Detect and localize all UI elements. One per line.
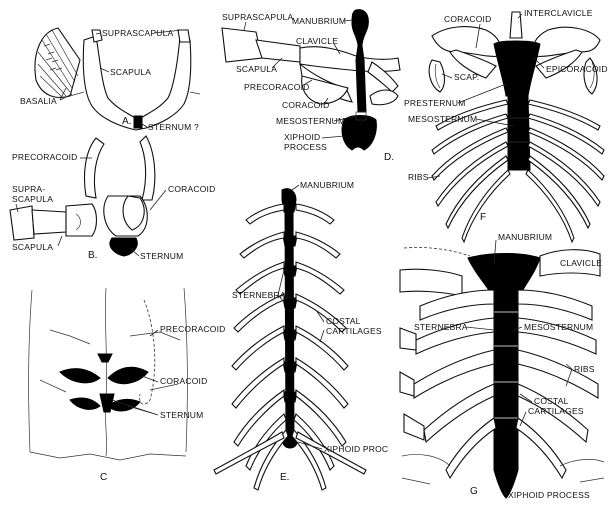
- label-costal-line2: CARTILAGES: [326, 326, 382, 336]
- panel-f-letter: F: [480, 212, 486, 223]
- panel-b: PRECORACOID SUPRA- SCAPULA CORACOID SCAP…: [10, 136, 215, 261]
- label-precoracoid: PRECORACOID: [244, 82, 310, 92]
- label-sternum: STERNUM: [160, 410, 203, 420]
- label-suprascapula-line1: SUPRA-: [12, 184, 45, 194]
- panel-a-letter: A.: [122, 116, 131, 127]
- label-coracoid: CORACOID: [282, 100, 329, 110]
- panel-f: CORACOID INTERCLAVICLE SCAP. EPICORACOID…: [404, 8, 608, 242]
- label-xiphoid-line1: XIPHOID: [284, 132, 320, 142]
- panel-f-girdle-drawing: [429, 12, 604, 242]
- label-sternum: STERNUM: [140, 251, 183, 261]
- label-precoracoid: PRECORACOID: [12, 152, 78, 162]
- panel-d: SUPRASCAPULA MANUBRIUM CLAVICLE SCAPULA …: [222, 10, 400, 163]
- panel-c-black-elements: [60, 354, 148, 412]
- label-presternum: PRESTERNUM: [404, 98, 466, 108]
- label-mesosternum: MESOSTERNUM: [408, 114, 477, 124]
- label-costal-line1: COSTAL: [326, 316, 361, 326]
- label-coracoid: CORACOID: [444, 14, 491, 24]
- panel-e: MANUBRIUM STERNEBRAE COSTAL CARTILAGES X…: [214, 180, 388, 490]
- label-manubrium: MANUBRIUM: [300, 180, 354, 190]
- label-precoracoid: PRECORACOID: [160, 324, 226, 334]
- label-mesosternum: MESOSTERNUM: [524, 322, 593, 332]
- panel-d-girdle-drawing: [222, 10, 400, 150]
- label-sternebra: STERNEBRA: [414, 322, 468, 332]
- label-interclavicle: INTERCLAVICLE: [524, 8, 593, 18]
- panel-c-letter: C: [100, 472, 107, 483]
- panel-c: PRECORACOID CORACOID STERNUM C: [29, 288, 226, 483]
- panel-d-letter: D.: [384, 152, 394, 163]
- label-scapula: SCAPULA: [236, 64, 277, 74]
- label-ribs: RIBS: [574, 364, 595, 374]
- label-suprascapula: SUPRASCAPULA: [222, 12, 293, 22]
- label-costal-line2: CARTILAGES: [528, 406, 584, 416]
- label-suprascapula-line2: SCAPULA: [12, 194, 53, 204]
- label-coracoid: CORACOID: [168, 184, 215, 194]
- panel-b-letter: B.: [88, 250, 97, 261]
- panel-c-body-outline: [29, 288, 188, 460]
- label-manubrium: MANUBRIUM: [498, 232, 552, 242]
- label-clavicle: CLAVICLE: [296, 36, 338, 46]
- label-scapula: SCAPULA: [12, 242, 53, 252]
- panel-e-letter: E.: [280, 472, 289, 483]
- label-coracoid: CORACOID: [160, 376, 207, 386]
- panel-g: MANUBRIUM CLAVICLE STERNEBRA MESOSTERNUM…: [400, 232, 604, 500]
- label-xiphoid: XIPHOID PROC: [324, 444, 388, 454]
- label-ribs: RIBS: [408, 172, 429, 182]
- label-clavicle: CLAVICLE: [560, 258, 602, 268]
- panel-a: SUPRASCAPULA SCAPULA BASALIA STERNUM ? A…: [20, 28, 200, 132]
- label-basalia: BASALIA: [20, 96, 57, 106]
- label-manubrium: MANUBRIUM: [292, 16, 346, 26]
- label-xiphoid-line2: PROCESS: [284, 142, 327, 152]
- label-costal-line1: COSTAL: [534, 396, 569, 406]
- label-xiphoid: XIPHOID PROCESS: [508, 490, 590, 500]
- label-scap: SCAP.: [454, 72, 479, 82]
- panel-a-fin-drawing: [35, 28, 80, 97]
- label-suprascapula: SUPRASCAPULA: [102, 28, 173, 38]
- label-sternebrae: STERNEBRAE: [232, 290, 292, 300]
- label-scapula: SCAPULA: [110, 67, 151, 77]
- label-sternum: STERNUM ?: [148, 122, 199, 132]
- panel-g-letter: G: [470, 486, 478, 497]
- label-epicoracoid: EPICORACOID: [546, 64, 608, 74]
- panel-a-girdle-drawing: [70, 30, 200, 130]
